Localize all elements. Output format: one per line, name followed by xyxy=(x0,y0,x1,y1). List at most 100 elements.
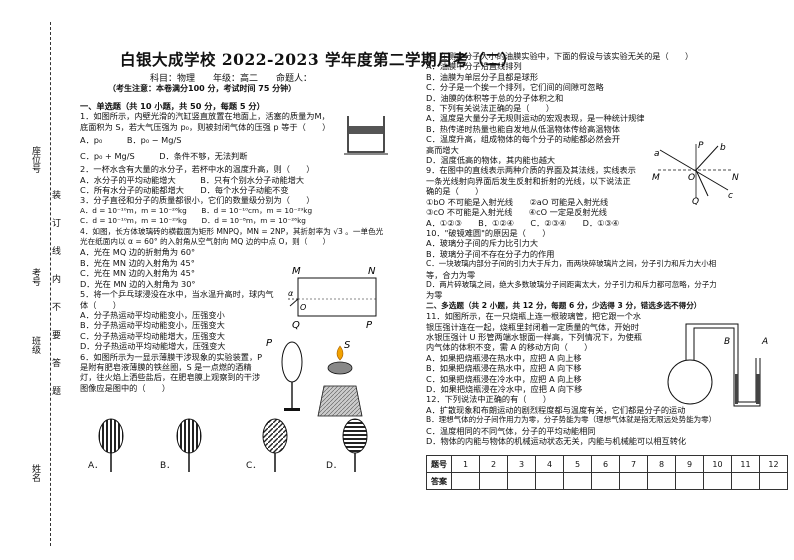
option-c-film xyxy=(262,418,288,472)
table-cell-number: 2 xyxy=(479,455,508,473)
question-line: 6．如图所示为一显示薄膜干涉现象的实验装置，P xyxy=(80,351,263,362)
answer-cell[interactable] xyxy=(591,472,620,490)
binding-warning-char: 线 xyxy=(52,247,62,257)
question-line: 灯，往火焰上洒些盐后，在肥皂膜上观察到的干涉 xyxy=(80,372,261,383)
answer-cell[interactable] xyxy=(479,472,508,490)
fig9-label-c: c xyxy=(728,191,733,201)
option-line: A．光在 MQ 边的折射角为 60° xyxy=(80,247,196,258)
question-line: 水银压强计 U 形管两端水银面一样高，下列情况下，为使瓶 xyxy=(426,331,642,342)
fig9-label-o: O xyxy=(688,173,695,183)
seat-label: 座位号 xyxy=(30,146,40,173)
question-line: 光在纸面内以 α = 60° 的入射角从空气射向 MQ 边的中点 O，则（ ） xyxy=(80,237,331,247)
option-line: A．分子热运动平均动能变小，压强变小 xyxy=(80,309,225,320)
answer-cell[interactable] xyxy=(759,472,788,490)
fig6-label-p: P xyxy=(266,338,273,349)
option-line: A．①②③ B．①②④ C．②③④ D．①③④ xyxy=(426,217,620,228)
question-line: 5．将一个乒乓球浸没在水中，当水温升高时，球内气 xyxy=(80,289,274,300)
answer-cell[interactable] xyxy=(451,472,480,490)
question-line: 确的是（ ） xyxy=(426,186,484,197)
option-line: B．分子热运动平均动能变小，压强变大 xyxy=(80,320,225,331)
option-line: C．光在 MN 边的入射角为 45° xyxy=(80,268,195,279)
option-c-label: C． xyxy=(246,461,262,471)
option-line: C．温度相同的不同气体，分子的平均动能相同 xyxy=(426,425,596,436)
question-line: 是附有肥皂液薄膜的铁丝圈，S 是一点燃的酒精 xyxy=(80,361,252,372)
option-line: C．分子是一个挨一个排列，它们间的间隙可忽略 xyxy=(426,82,604,93)
answer-cell[interactable] xyxy=(619,472,648,490)
fig9-label-q: Q xyxy=(692,197,699,207)
section-heading: 一、单选题（共 10 小题，共 50 分，每题 5 分） xyxy=(80,101,265,111)
question-line: 一条光线射向界面后发生反射和折射的光线，以下说法正 xyxy=(426,175,631,186)
fig9-label-p: P xyxy=(698,141,704,151)
table-header-number: 题号 xyxy=(426,455,452,473)
option-line: B．光在 MN 边的入射角为 45° xyxy=(80,257,195,268)
option-line: D．如果把烧瓶浸在冷水中，应把 A 向下移 xyxy=(426,384,583,394)
table-cell-number: 12 xyxy=(759,455,788,473)
option-line: A．p₀ B．p₀ − Mg/S xyxy=(80,135,182,146)
table-header-answer: 答案 xyxy=(426,472,452,490)
fig4-label-n: N xyxy=(368,266,376,277)
answer-cell[interactable] xyxy=(563,472,592,490)
exam-note: （考生注意：本卷满分100 分，考试时间 75 分钟） xyxy=(108,84,297,93)
question-line: 12．下列说法中正确的有（ ） xyxy=(426,394,552,405)
question-line: 图像应是图中的（ ） xyxy=(80,382,171,393)
option-line: D．油膜的体积等于总的分子体积之和 xyxy=(426,92,564,103)
binding-warning-char: 题 xyxy=(52,387,62,397)
option-line: A．油膜中分子沿直线排列 xyxy=(426,61,522,72)
option-line: C．如果把烧瓶浸在冷水中，应把 A 向上移 xyxy=(426,373,582,384)
option-a-label: A． xyxy=(88,461,104,471)
figure-refraction-rays: a P b M O N c Q xyxy=(652,141,739,207)
question-line: 7．在测定分子大小的油膜实验中，下面的假设与该实验无关的是（ ） xyxy=(426,51,694,61)
table-cell-number: 10 xyxy=(703,455,732,473)
option-line: C．所有水分子的动能都增大 D．每个水分子动能不变 xyxy=(80,185,289,196)
table-cell-number: 4 xyxy=(535,455,564,473)
option-line: D．分子热运动平均动能增大，压强变大 xyxy=(80,341,226,352)
option-b-label: B． xyxy=(160,461,176,471)
question-line: 4．如图，长方体玻璃砖的横截面为矩形 MNPQ，MN = 2NP，其折射率为 √… xyxy=(80,226,384,236)
table-cell-number: 11 xyxy=(731,455,760,473)
binding-warning-char: 装 xyxy=(52,191,62,201)
binding-line xyxy=(50,22,51,546)
option-d-film xyxy=(342,418,368,472)
option-line: B．热传递时热量也能自发地从低温物体传给高温物体 xyxy=(426,123,620,134)
answer-cell[interactable] xyxy=(675,472,704,490)
option-line: B．如果把烧瓶浸在热水中，应把 A 向下移 xyxy=(426,363,582,374)
question-line: 3．分子直径和分子的质量都很小，它们的数量级分别为（ ） xyxy=(80,195,315,206)
binding-warning-char: 要 xyxy=(52,331,62,341)
option-line: C．一块玻璃内部分子间的引力大于斥力，而两块碎玻璃片之间，分子引力和斥力大小相 xyxy=(426,259,717,269)
exam-no-label: 考号 xyxy=(30,268,40,286)
fig4-label-m: M xyxy=(292,266,301,277)
class-label: 班级 xyxy=(30,336,40,354)
fig11-label-b: B xyxy=(724,337,730,347)
option-line: C．d = 10⁻¹⁰m，m = 10⁻²⁹kg D．d = 10⁻⁸m，m =… xyxy=(80,216,306,226)
question-line: 11．如图所示，在一只烧瓶上连一根玻璃管，把它跟一个水 xyxy=(426,311,642,322)
table-cell-number: 5 xyxy=(563,455,592,473)
option-line: A．扩散现象和布朗运动的剧烈程度都与温度有关，它们都是分子的运动 xyxy=(426,404,686,415)
option-line: D．两片碎玻璃之间，绝大多数玻璃分子间距离太大，分子引力和斥力都可忽略，分子力 xyxy=(426,279,717,289)
answer-cell[interactable] xyxy=(535,472,564,490)
answer-cell[interactable] xyxy=(731,472,760,490)
option-line: D．温度低高的物体，其内能也越大 xyxy=(426,155,556,166)
option-line: 高而增大 xyxy=(426,144,459,155)
option-line: A．水分子的平均动能增大 B．只有个别水分子动能增大 xyxy=(80,174,305,185)
answer-cell[interactable] xyxy=(703,472,732,490)
question-line: 底面积为 S，若大气压强为 p₀，则被封闭气体的压强 p 等于（ ） xyxy=(80,121,331,132)
binding-warning-char: 内 xyxy=(52,275,62,285)
fig4-label-p: P xyxy=(366,320,373,331)
binding-warning-char: 答 xyxy=(52,359,62,369)
table-cell-number: 1 xyxy=(451,455,480,473)
fig9-label-b: b xyxy=(720,143,726,153)
fig9-label-m: M xyxy=(652,173,660,183)
table-cell-number: 9 xyxy=(675,455,704,473)
option-line: 等，合力为零 xyxy=(426,269,476,280)
answer-cell[interactable] xyxy=(647,472,676,490)
right-column: 7．在测定分子大小的油膜实验中，下面的假设与该实验无关的是（ ） A．油膜中分子… xyxy=(426,51,778,446)
option-line: C．p₀ + Mg/S D．条件不够，无法判断 xyxy=(80,151,248,162)
exam-title: 白银大成学校 2022-2023 学年度第二学期月考（二） xyxy=(120,50,518,69)
fig6-label-s: S xyxy=(344,340,351,351)
question-line: 2．一杯水含有大量的水分子，若杯中水的温度升高，则（ ） xyxy=(80,164,315,175)
option-line: B．玻璃分子间不存在分子力的作用 xyxy=(426,248,555,259)
option-line: D．物体的内能与物体的机械运动状态无关，内能与机械能可以相互转化 xyxy=(426,436,687,447)
answer-cell[interactable] xyxy=(507,472,536,490)
option-line: A．如果把烧瓶浸在热水中，应把 A 向上移 xyxy=(426,352,582,363)
option-line: A．玻璃分子间的斥力比引力大 xyxy=(426,238,539,249)
